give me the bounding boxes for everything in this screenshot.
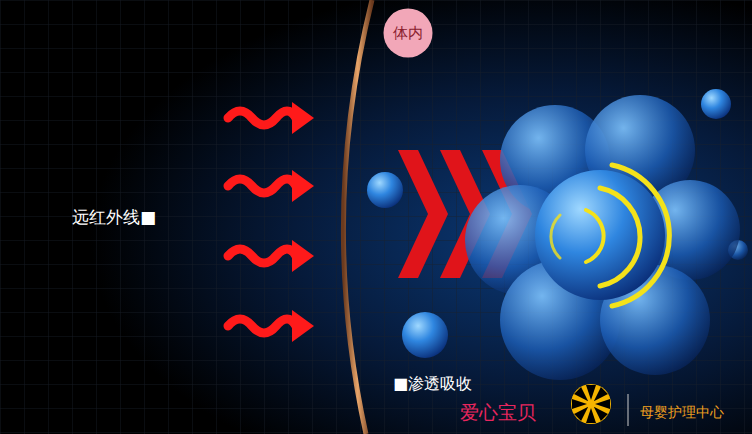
penetration-label: ■渗透吸收 (393, 374, 472, 395)
node-text: 体内 (393, 24, 423, 43)
far-infrared-label: 远红外线■ (72, 206, 156, 229)
watermark-center: 母婴护理中心 (640, 404, 724, 422)
watermark-brand: 爱心宝贝 (460, 400, 536, 426)
body-inside-circle: 体内 (383, 8, 433, 58)
